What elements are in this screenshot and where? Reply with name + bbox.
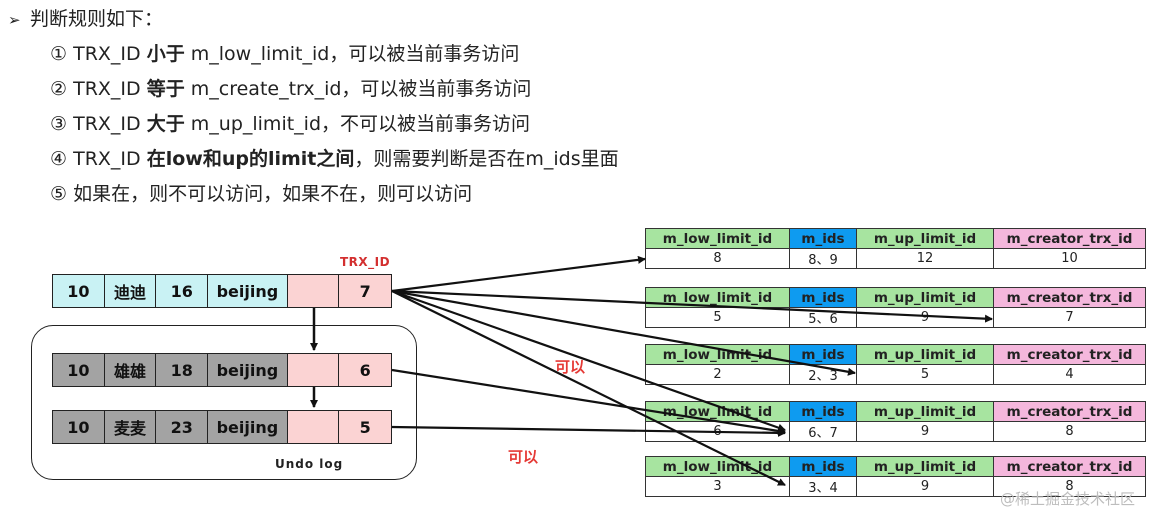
value-up-limit: 9 — [856, 421, 994, 442]
record-age-cell: 16 — [156, 275, 209, 307]
record-id-cell: 10 — [53, 411, 105, 443]
rule-operator: 大于 — [146, 113, 185, 135]
header-creator-trx-id: m_creator_trx_id — [993, 456, 1146, 477]
rule-text: 如果在，则不可以访问，如果不在，则可以访问 — [73, 183, 473, 205]
undo-record: 10 麦麦 23 beijing 5 — [52, 410, 392, 444]
value-creator-trx-id: 8 — [993, 476, 1146, 497]
rule-number: ④ — [50, 148, 68, 170]
rule-number: ⑤ — [50, 183, 68, 205]
rule-subject: TRX_ID — [73, 78, 141, 100]
record-roll-pointer-cell — [287, 354, 340, 386]
record-age-cell: 18 — [156, 354, 209, 386]
value-creator-trx-id: 4 — [993, 364, 1146, 385]
rule-operator: 在low和up的limit之间 — [146, 148, 355, 170]
header-creator-trx-id: m_creator_trx_id — [993, 344, 1146, 365]
header-low-limit: m_low_limit_id — [645, 456, 790, 477]
arrow-bullet-icon: ➢ — [8, 11, 21, 29]
value-m-ids: 8、9 — [789, 248, 857, 269]
rule-subject: TRX_ID — [73, 148, 141, 170]
record-id-cell: 10 — [53, 275, 105, 307]
record-trx-id-cell: 7 — [339, 275, 392, 307]
rule-subject: TRX_ID — [73, 113, 141, 135]
value-m-ids: 6、7 — [789, 421, 857, 442]
header-up-limit: m_up_limit_id — [856, 344, 994, 365]
watermark: @稀土掘金技术社区 — [1000, 490, 1136, 508]
value-m-ids: 5、6 — [789, 307, 857, 328]
rule-text: ，则需要判断是否在m_ids里面 — [354, 148, 619, 170]
value-creator-trx-id: 10 — [993, 248, 1146, 269]
record-roll-pointer-cell — [287, 275, 340, 307]
rules-list: ① TRX_ID 小于 m_low_limit_id，可以被当前事务访问 ② T… — [50, 40, 619, 215]
read-view-table: m_low_limit_id m_ids m_up_limit_id m_cre… — [645, 287, 1146, 328]
value-up-limit: 9 — [856, 307, 994, 328]
header-up-limit: m_up_limit_id — [856, 228, 994, 249]
header-low-limit: m_low_limit_id — [645, 401, 790, 422]
read-view-table: m_low_limit_id m_ids m_up_limit_id m_cre… — [645, 344, 1146, 385]
record-city-cell: beijing — [208, 411, 288, 443]
header-low-limit: m_low_limit_id — [645, 228, 790, 249]
value-low-limit: 5 — [645, 307, 790, 328]
header-m-ids: m_ids — [789, 401, 857, 422]
value-creator-trx-id: 7 — [993, 307, 1146, 328]
record-city-cell: beijing — [208, 354, 288, 386]
rule-item: ⑤ 如果在，则不可以访问，如果不在，则可以访问 — [50, 180, 619, 215]
header-up-limit: m_up_limit_id — [856, 456, 994, 477]
compare-arrow — [391, 255, 646, 293]
value-up-limit: 12 — [856, 248, 994, 269]
record-name-cell: 麦麦 — [104, 411, 157, 443]
accessible-annotation: 可以 — [508, 448, 539, 466]
current-record: 10 迪迪 16 beijing 7 — [52, 274, 392, 308]
header-creator-trx-id: m_creator_trx_id — [993, 228, 1146, 249]
record-trx-id-cell: 5 — [339, 411, 392, 443]
undo-log-label: Undo log — [275, 457, 344, 471]
value-low-limit: 6 — [645, 421, 790, 442]
record-name-cell: 迪迪 — [104, 275, 157, 307]
value-low-limit: 2 — [645, 364, 790, 385]
header-creator-trx-id: m_creator_trx_id — [993, 401, 1146, 422]
rule-text: m_up_limit_id，不可以被当前事务访问 — [190, 113, 531, 135]
rule-item: ③ TRX_ID 大于 m_up_limit_id，不可以被当前事务访问 — [50, 110, 619, 145]
rule-subject: TRX_ID — [73, 43, 141, 65]
rule-operator: 等于 — [146, 78, 185, 100]
record-trx-id-cell: 6 — [339, 354, 392, 386]
rule-item: ① TRX_ID 小于 m_low_limit_id，可以被当前事务访问 — [50, 40, 619, 75]
undo-record: 10 雄雄 18 beijing 6 — [52, 353, 392, 387]
rule-number: ③ — [50, 113, 68, 135]
rules-heading: ➢ 判断规则如下： — [8, 4, 163, 31]
value-creator-trx-id: 8 — [993, 421, 1146, 442]
rule-number: ② — [50, 78, 68, 100]
rule-operator: 小于 — [146, 43, 185, 65]
record-name-cell: 雄雄 — [104, 354, 157, 386]
header-up-limit: m_up_limit_id — [856, 401, 994, 422]
header-creator-trx-id: m_creator_trx_id — [993, 287, 1146, 308]
record-id-cell: 10 — [53, 354, 105, 386]
undo-log-box — [31, 325, 417, 480]
read-view-table: m_low_limit_id m_ids m_up_limit_id m_cre… — [645, 401, 1146, 442]
header-m-ids: m_ids — [789, 228, 857, 249]
header-m-ids: m_ids — [789, 344, 857, 365]
rule-text: m_low_limit_id，可以被当前事务访问 — [190, 43, 520, 65]
record-city-cell: beijing — [208, 275, 288, 307]
header-low-limit: m_low_limit_id — [645, 344, 790, 365]
header-up-limit: m_up_limit_id — [856, 287, 994, 308]
value-m-ids: 3、4 — [789, 476, 857, 497]
rule-item: ② TRX_ID 等于 m_create_trx_id，可以被当前事务访问 — [50, 75, 619, 110]
read-view-table: m_low_limit_id m_ids m_up_limit_id m_cre… — [645, 228, 1146, 269]
value-low-limit: 3 — [645, 476, 790, 497]
record-age-cell: 23 — [156, 411, 209, 443]
rule-item: ④ TRX_ID 在low和up的limit之间，则需要判断是否在m_ids里面 — [50, 145, 619, 180]
accessible-annotation: 可以 — [555, 358, 586, 376]
value-low-limit: 8 — [645, 248, 790, 269]
value-up-limit: 5 — [856, 364, 994, 385]
header-m-ids: m_ids — [789, 287, 857, 308]
value-up-limit: 9 — [856, 476, 994, 497]
trx-id-label: TRX_ID — [340, 255, 391, 269]
record-roll-pointer-cell — [287, 411, 340, 443]
header-m-ids: m_ids — [789, 456, 857, 477]
header-low-limit: m_low_limit_id — [645, 287, 790, 308]
value-m-ids: 2、3 — [789, 364, 857, 385]
rule-number: ① — [50, 43, 68, 65]
rules-heading-text: 判断规则如下： — [30, 8, 164, 30]
rule-text: m_create_trx_id，可以被当前事务访问 — [190, 78, 532, 100]
